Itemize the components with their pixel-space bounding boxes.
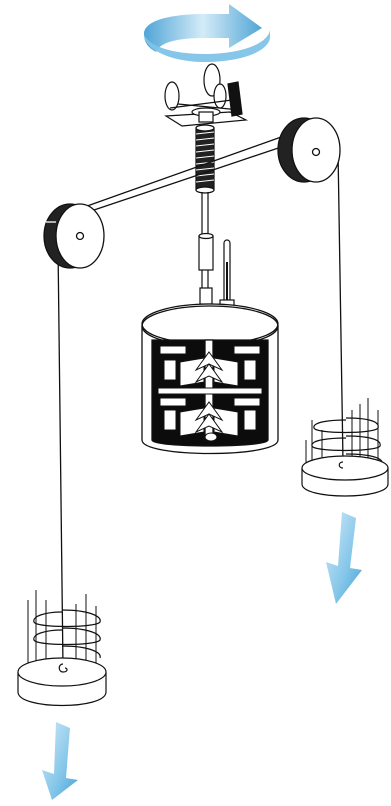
down-arrow-icon [326, 512, 362, 604]
rotation-arrow-icon [144, 4, 270, 62]
crank-assembly [165, 64, 246, 126]
weight-right [302, 398, 388, 496]
pulley-right [278, 118, 340, 182]
calorimeter-vessel [142, 304, 278, 454]
down-arrow-icon [42, 722, 78, 800]
spindle-spring [196, 125, 214, 304]
pulley-left [44, 204, 104, 268]
